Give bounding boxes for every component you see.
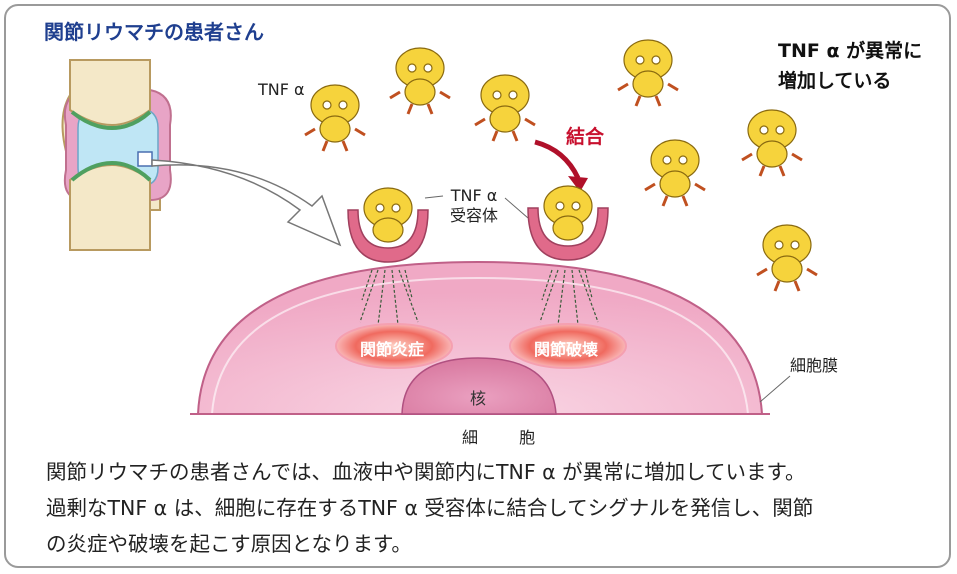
increase-note-line-2: 増加している [778, 70, 892, 92]
increase-note: TNF α が異常に 増加している [778, 36, 922, 96]
signal-arrows-left [359, 269, 419, 326]
diagram-title: 関節リウマチの患者さん [44, 20, 264, 44]
joint-illustration [61, 59, 172, 251]
receptor-right [527, 207, 609, 261]
binding-arrow [534, 139, 588, 192]
tnf-alpha-character [304, 84, 366, 152]
increase-note-line-1: TNF α が異常に [778, 40, 923, 62]
tnf-alpha-label: TNF α [258, 80, 305, 99]
tnf-alpha-character [741, 109, 803, 177]
caption-line-3: の炎症や破壊を起こす原因となります。 [46, 532, 412, 556]
membrane-label: 細胞膜 [790, 356, 839, 375]
tnf-alpha-characters [304, 39, 818, 292]
nucleus [401, 357, 557, 415]
signal-arrows-right [539, 269, 599, 326]
cell-body [190, 260, 770, 415]
membrane-leader [759, 375, 791, 403]
zoom-arrow [151, 159, 342, 247]
receptor-label: TNF α 受容体 [450, 186, 498, 226]
tnf-alpha-character [474, 74, 536, 142]
destruction-pill [509, 323, 627, 369]
receptor-left [347, 209, 429, 263]
inflammation-pill [335, 323, 453, 369]
inflammation-label: 関節炎症 [360, 340, 425, 359]
receptor-leader-right [504, 197, 529, 219]
receptor-label-line-1: TNF α [450, 186, 498, 205]
destruction-label: 関節破壊 [534, 340, 599, 359]
caption: 関節リウマチの患者さんでは、血液中や関節内にTNF α が異常に増加しています。… [46, 454, 926, 562]
binding-label: 結合 [566, 126, 605, 148]
caption-line-2: 過剰なTNF α は、細胞に存在するTNF α 受容体に結合してシグナルを発信し… [46, 496, 814, 520]
receptor-label-line-2: 受容体 [450, 206, 499, 225]
nucleus-label: 核 [470, 389, 487, 408]
tnf-alpha-character-bound-right [543, 185, 593, 241]
caption-line-1: 関節リウマチの患者さんでは、血液中や関節内にTNF α が異常に増加しています。 [46, 460, 806, 484]
tnf-alpha-character [644, 139, 706, 207]
tnf-alpha-character-bound-left [363, 187, 413, 243]
receptor-leader-left [424, 195, 444, 199]
tnf-alpha-character [389, 47, 451, 115]
cell-label: 細 胞 [462, 428, 554, 447]
tnf-alpha-character [617, 39, 679, 107]
tnf-alpha-character [756, 224, 818, 292]
